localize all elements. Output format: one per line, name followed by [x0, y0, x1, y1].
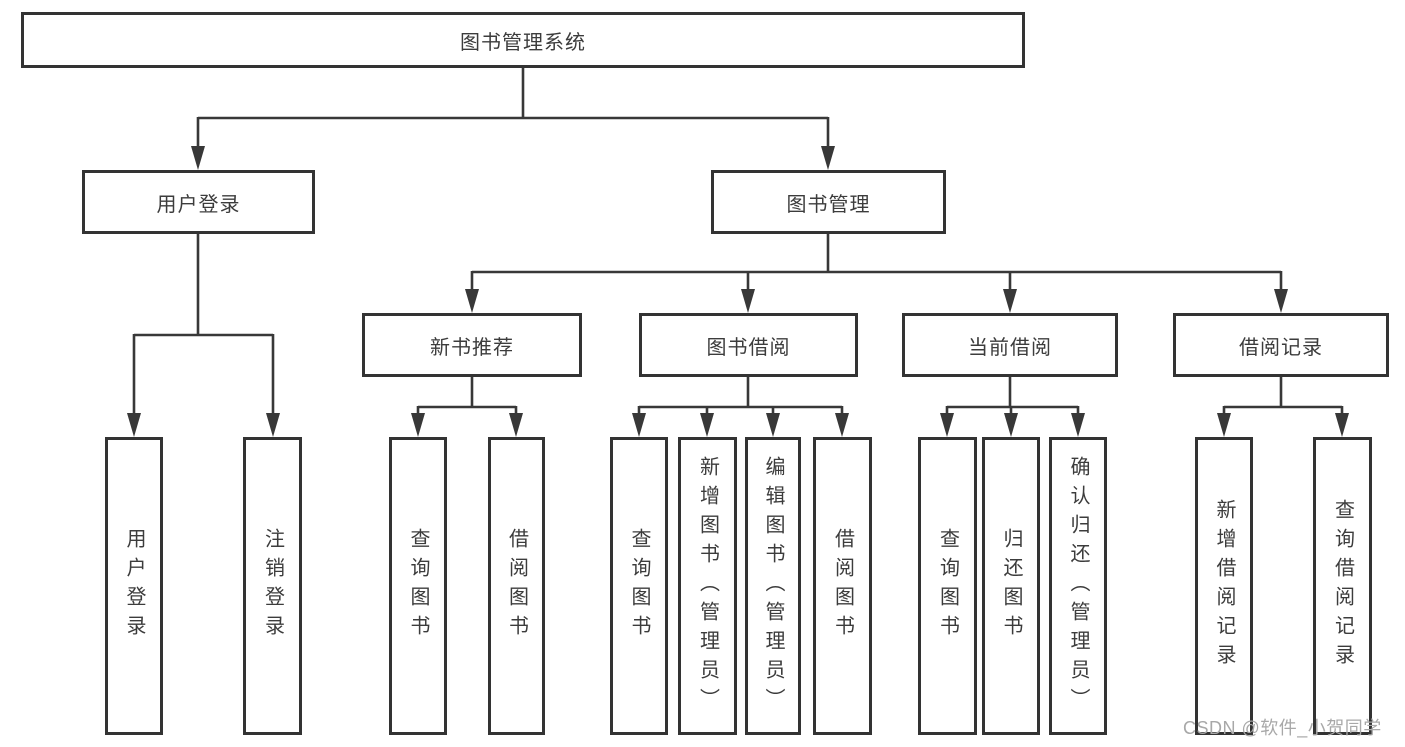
- node-label: 借阅记录: [1239, 336, 1323, 359]
- leaf-label: 注销登录: [261, 528, 284, 644]
- arrowhead-icons: [127, 146, 1349, 437]
- node-library-management-system: 图书管理系统: [21, 12, 1025, 68]
- node-label: 图书管理: [786, 193, 871, 216]
- leaf-query-books-current: 查询图书: [918, 437, 977, 735]
- node-new-book-recommendation: 新书推荐: [362, 313, 582, 377]
- leaf-edit-book-admin: 编辑图书（管理员）: [745, 437, 801, 735]
- leaf-label: 归还图书: [1000, 528, 1022, 644]
- leaf-label: 新增借阅记录: [1213, 499, 1235, 673]
- leaf-add-borrow-record: 新增借阅记录: [1195, 437, 1253, 735]
- node-label: 图书借阅: [706, 336, 791, 359]
- leaf-label: 查询图书: [628, 528, 650, 644]
- leaf-user-login: 用户登录: [105, 437, 163, 735]
- leaf-query-books-borrow: 查询图书: [610, 437, 668, 735]
- node-label: 新书推荐: [430, 336, 514, 359]
- leaf-query-books-recommend: 查询图书: [389, 437, 447, 735]
- leaf-label: 编辑图书（管理员）: [762, 455, 784, 717]
- node-label: 用户登录: [156, 193, 241, 216]
- leaf-logout: 注销登录: [243, 437, 302, 735]
- node-label: 图书管理系统: [460, 31, 586, 54]
- leaf-label: 借阅图书: [505, 528, 528, 644]
- leaf-label: 用户登录: [123, 528, 145, 644]
- leaf-add-book-admin: 新增图书（管理员）: [678, 437, 737, 735]
- node-borrowing-records: 借阅记录: [1173, 313, 1389, 377]
- leaf-query-borrow-record: 查询借阅记录: [1313, 437, 1372, 735]
- leaf-label: 查询图书: [407, 528, 429, 644]
- node-book-management: 图书管理: [711, 170, 946, 234]
- leaf-label: 查询图书: [936, 528, 959, 644]
- leaf-confirm-return-admin: 确认归还（管理员）: [1049, 437, 1107, 735]
- leaf-label: 查询借阅记录: [1331, 499, 1354, 673]
- node-user-login: 用户登录: [82, 170, 315, 234]
- node-label: 当前借阅: [968, 336, 1052, 359]
- leaf-label: 新增图书（管理员）: [696, 455, 719, 717]
- node-current-borrowing: 当前借阅: [902, 313, 1118, 377]
- csdn-watermark: CSDN @软件_小贺同学: [1183, 718, 1382, 738]
- leaf-borrow-books: 借阅图书: [813, 437, 872, 735]
- leaf-label: 借阅图书: [831, 528, 854, 644]
- leaf-borrow-books-recommend: 借阅图书: [488, 437, 545, 735]
- node-book-borrowing: 图书借阅: [639, 313, 858, 377]
- leaf-return-book: 归还图书: [982, 437, 1040, 735]
- leaf-label: 确认归还（管理员）: [1067, 455, 1089, 717]
